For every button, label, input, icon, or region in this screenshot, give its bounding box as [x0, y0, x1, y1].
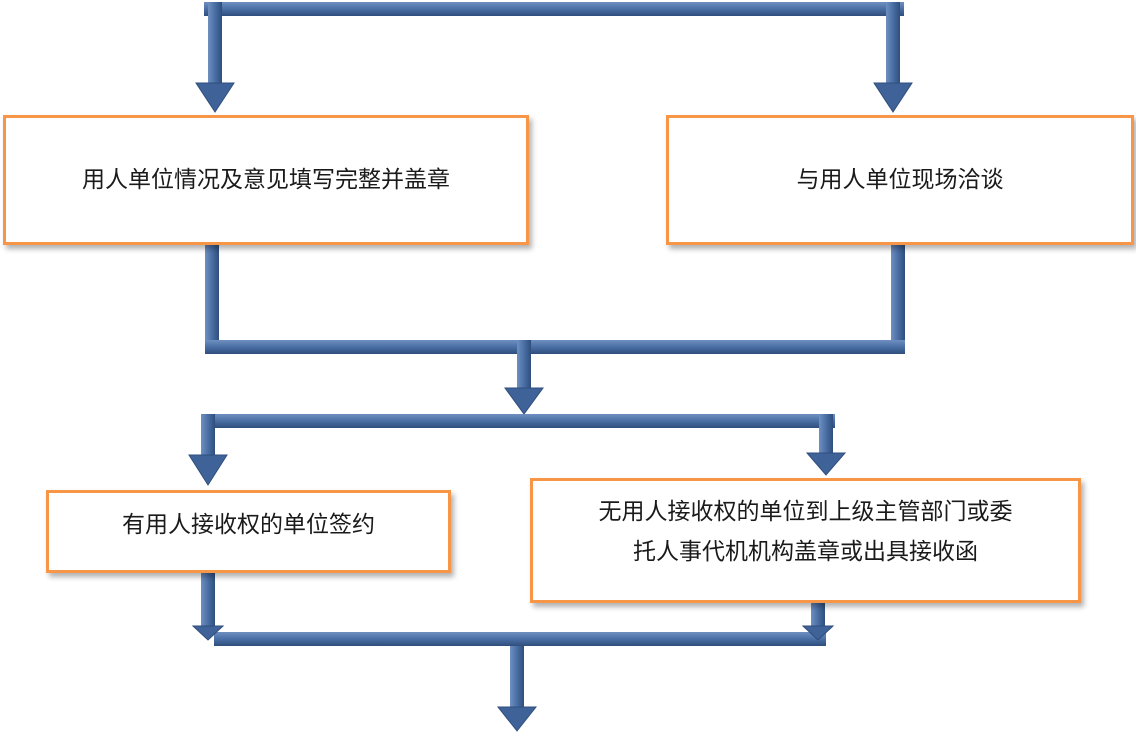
arrow-left-into-merge — [191, 625, 225, 641]
no-right-unit-line-1: 无用人接收权的单位到上级主管部门或委 — [598, 498, 1013, 525]
middle-merge-connector — [205, 245, 905, 390]
sign-with-unit-box: 有用人接收权的单位签约 — [46, 490, 451, 573]
unit-info-text: 用人单位情况及意见填写完整并盖章 — [82, 167, 450, 193]
arrow-right-into-merge — [801, 625, 835, 641]
arrow-to-onsite-talk — [873, 82, 913, 113]
onsite-talk-text: 与用人单位现场洽谈 — [796, 167, 1004, 193]
bottom-merge-connector — [201, 573, 826, 708]
top-split-connector — [204, 2, 904, 84]
unit-info-box: 用人单位情况及意见填写完整并盖章 — [3, 115, 529, 245]
sign-with-unit-text: 有用人接收权的单位签约 — [122, 511, 375, 538]
arrow-to-unit-info — [195, 82, 235, 113]
no-right-unit-box: 无用人接收权的单位到上级主管部门或委 托人事代机机构盖章或出具接收函 — [530, 478, 1081, 603]
second-split-connector — [201, 414, 835, 456]
arrow-to-sign-with-unit — [188, 454, 228, 486]
arrow-to-no-right-unit — [805, 452, 847, 476]
no-right-unit-lines: 无用人接收权的单位到上级主管部门或委 托人事代机机构盖章或出具接收函 — [599, 492, 1013, 572]
no-right-unit-line-2: 托人事代机机构盖章或出具接收函 — [633, 538, 978, 565]
onsite-talk-box: 与用人单位现场洽谈 — [666, 115, 1134, 245]
arrow-final-down — [496, 706, 538, 732]
arrow-merge-down — [504, 387, 544, 415]
